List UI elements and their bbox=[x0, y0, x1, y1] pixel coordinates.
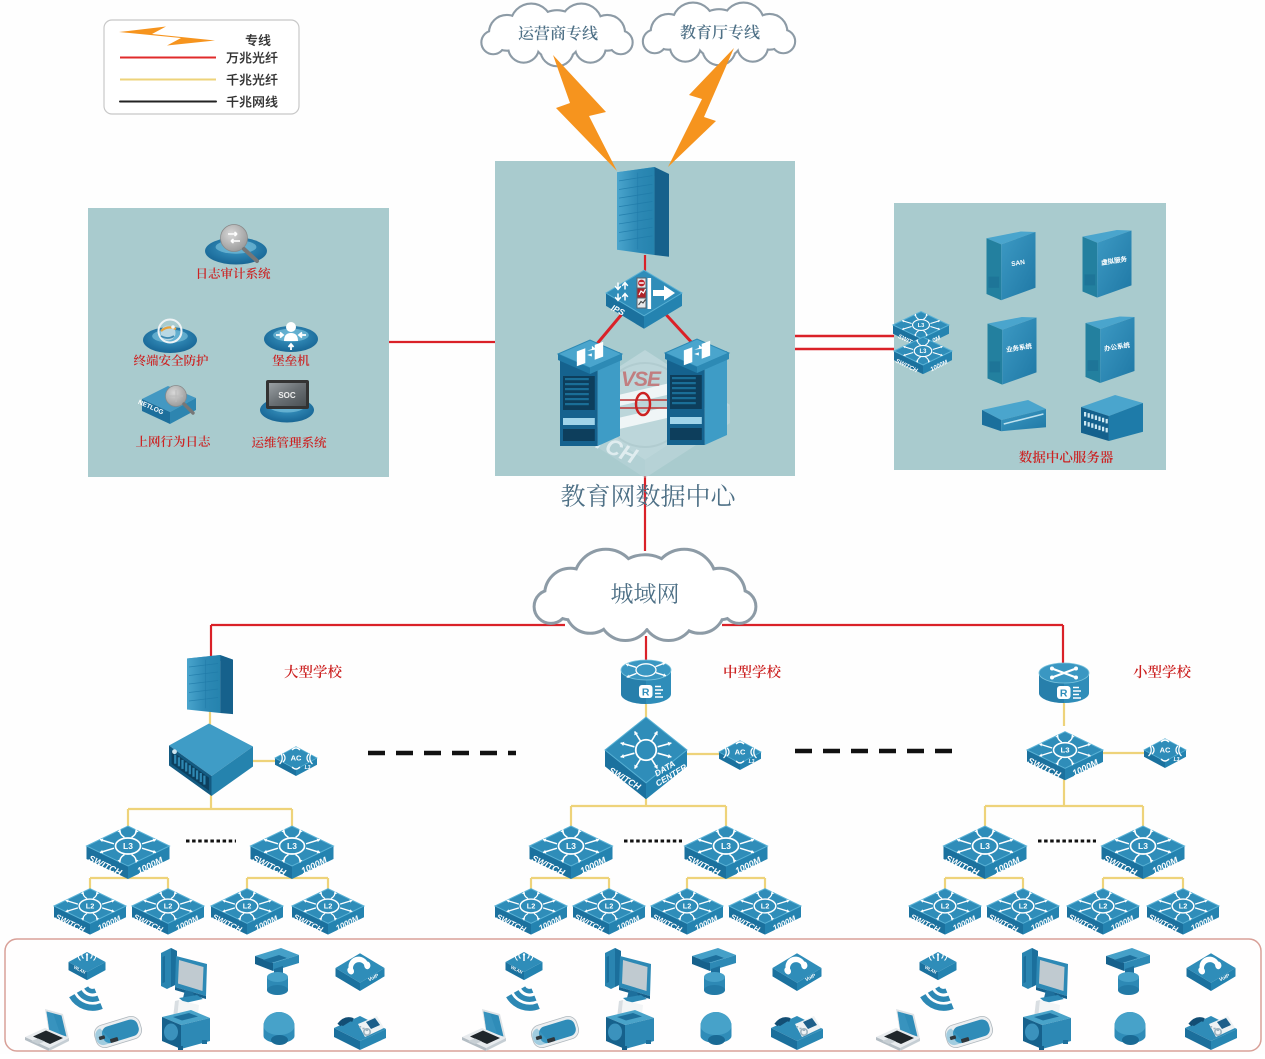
svg-text:L2: L2 bbox=[1099, 902, 1108, 911]
svg-text:0M: 0M bbox=[932, 335, 943, 344]
svg-text:L3: L3 bbox=[980, 841, 990, 851]
svg-text:L2: L2 bbox=[761, 902, 770, 911]
svg-text:L3: L3 bbox=[123, 841, 133, 851]
svg-text:L3: L3 bbox=[305, 765, 311, 771]
svg-text:R: R bbox=[1060, 688, 1068, 700]
svg-text:L2: L2 bbox=[86, 902, 95, 911]
svg-text:L3: L3 bbox=[721, 841, 731, 851]
svg-text:L3: L3 bbox=[749, 759, 755, 765]
svg-text:L2: L2 bbox=[324, 902, 333, 911]
svg-text:L2: L2 bbox=[683, 902, 692, 911]
svg-text:L2: L2 bbox=[941, 902, 950, 911]
svg-text:VoIP: VoIP bbox=[367, 973, 380, 984]
svg-text:VoIP: VoIP bbox=[804, 973, 817, 984]
svg-text:L2: L2 bbox=[164, 902, 173, 911]
svg-text:SAN: SAN bbox=[1011, 259, 1026, 268]
svg-text:WLAN: WLAN bbox=[924, 965, 937, 975]
svg-text:AC: AC bbox=[735, 748, 746, 757]
svg-text:L3: L3 bbox=[1174, 757, 1180, 763]
svg-text:VSE: VSE bbox=[621, 368, 662, 391]
svg-text:L3: L3 bbox=[287, 841, 297, 851]
svg-text:SOC: SOC bbox=[278, 391, 296, 400]
svg-text:L3: L3 bbox=[918, 323, 925, 329]
svg-text:VoIP: VoIP bbox=[1218, 973, 1231, 984]
svg-text:AC: AC bbox=[1160, 746, 1171, 755]
svg-text:L3: L3 bbox=[920, 349, 928, 355]
svg-text:L2: L2 bbox=[527, 902, 536, 911]
svg-text:L2: L2 bbox=[243, 902, 252, 911]
svg-text:L3: L3 bbox=[1138, 841, 1148, 851]
svg-text:L2: L2 bbox=[1179, 902, 1188, 911]
svg-text:L2: L2 bbox=[605, 902, 614, 911]
svg-text:AC: AC bbox=[291, 754, 302, 763]
svg-text:L3: L3 bbox=[1060, 746, 1070, 755]
svg-text:WLAN: WLAN bbox=[73, 965, 86, 975]
svg-text:R: R bbox=[642, 687, 650, 699]
svg-text:L2: L2 bbox=[1019, 902, 1028, 911]
svg-text:L3: L3 bbox=[566, 841, 576, 851]
svg-text:WLAN: WLAN bbox=[510, 965, 523, 975]
